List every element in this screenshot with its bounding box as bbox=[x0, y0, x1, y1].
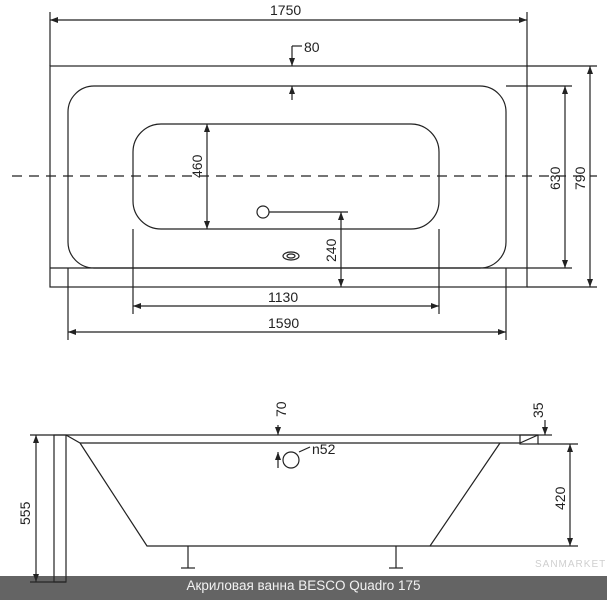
drain-hole bbox=[282, 251, 300, 261]
dim-460-label: 460 bbox=[189, 154, 205, 178]
dim-555-label: 555 bbox=[17, 501, 33, 525]
overflow-hole-side bbox=[282, 451, 300, 469]
dim-1750-label: 1750 bbox=[270, 2, 301, 18]
tub-inner-bowl bbox=[67, 85, 507, 269]
side-panel bbox=[53, 434, 67, 583]
dim-70-label: 70 bbox=[273, 401, 289, 417]
dim-1590-label: 1590 bbox=[268, 315, 299, 331]
dim-790-label: 790 bbox=[572, 166, 588, 190]
overflow-diameter-label: n52 bbox=[312, 441, 336, 457]
dim-1130-label: 1130 bbox=[268, 289, 298, 305]
dim-80-label: 80 bbox=[304, 39, 320, 55]
dim-35-label: 35 bbox=[530, 402, 546, 418]
dim-240-label: 240 bbox=[323, 238, 339, 262]
dim-630-label: 630 bbox=[547, 166, 563, 190]
dim-420-label: 420 bbox=[552, 486, 568, 510]
caption-text: Акриловая ванна BESCO Quadro 175 bbox=[186, 578, 421, 593]
watermark-text: SANMARKET bbox=[535, 559, 607, 570]
caption-bar bbox=[0, 576, 607, 600]
tub-side-profile bbox=[79, 442, 501, 547]
